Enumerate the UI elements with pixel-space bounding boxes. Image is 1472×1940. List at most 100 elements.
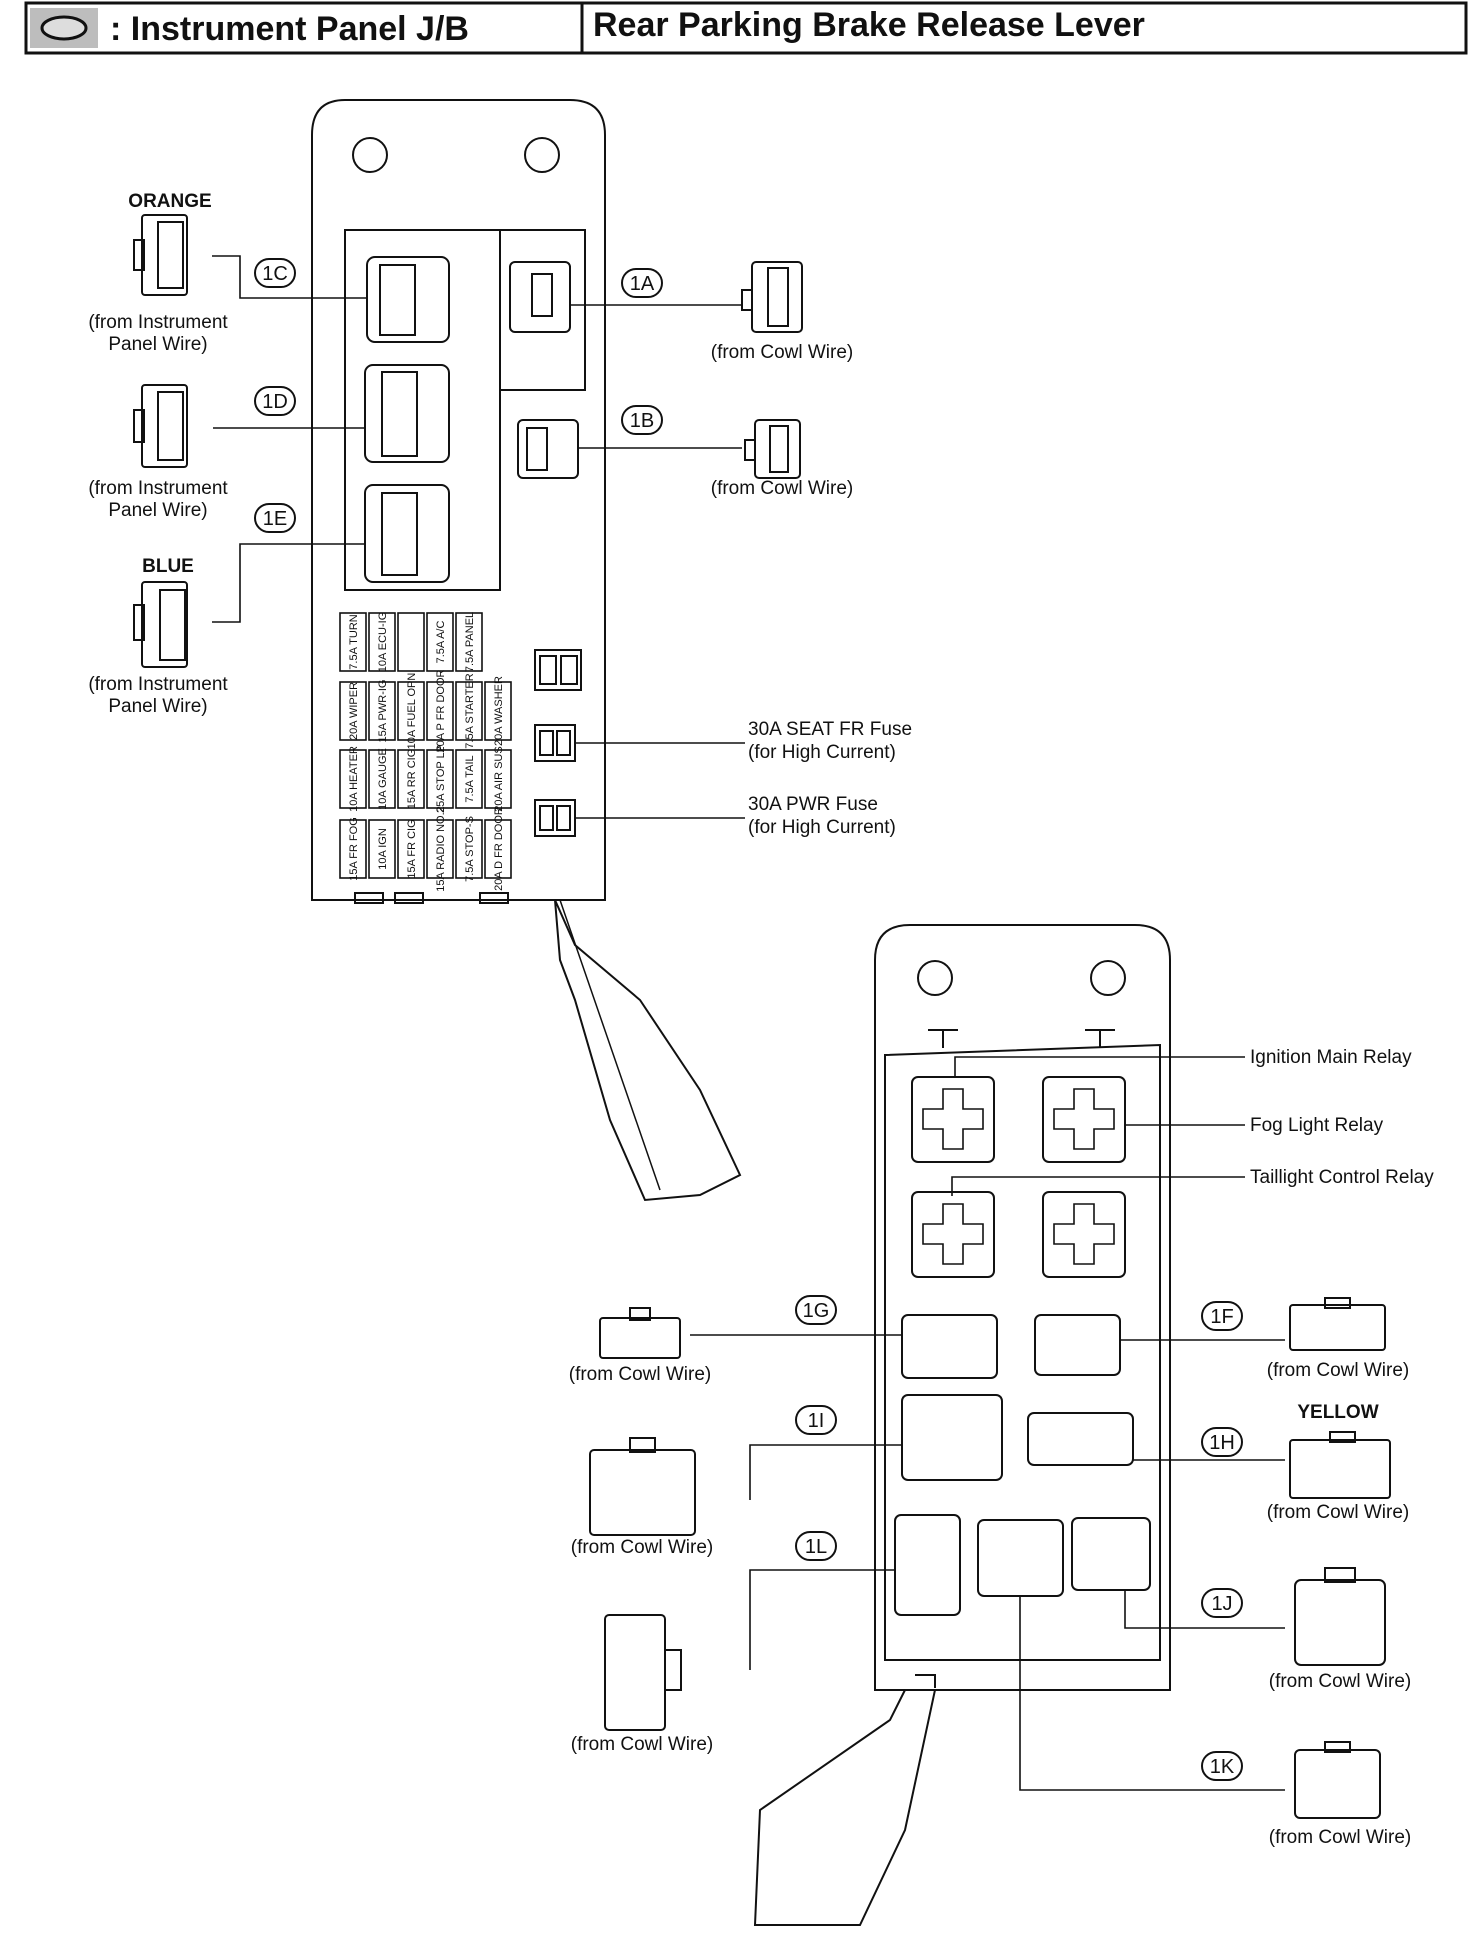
connector-1h-detail	[1289, 1431, 1391, 1499]
fuse-15a-fr-cig: 15A FR CIG	[397, 819, 425, 879]
fuse-15a-fr-fog: 15A FR FOG	[339, 817, 367, 881]
socket-1i	[901, 1394, 1003, 1481]
callout-1b: 1B	[621, 405, 663, 435]
callout-1c: 1C	[254, 258, 296, 288]
connector-1i-detail	[589, 1437, 696, 1536]
connector-1f-detail	[1289, 1297, 1386, 1351]
fuse-label: 10A ECU-IG	[377, 612, 389, 673]
fuse-label: 20A WIPER	[348, 682, 360, 740]
fuse-15a-rr-cig: 15A RR CIG	[397, 749, 425, 810]
fuse-20a-wiper: 20A WIPER	[339, 681, 367, 741]
fuse-label: 7.5A TAIL	[464, 755, 476, 802]
fuse-7-5a-stop-s: 7.5A STOP-S	[455, 816, 483, 882]
callout-label: 1C	[262, 263, 288, 285]
pwr-fuse-note: (for High Current)	[748, 817, 896, 838]
fuse-label: 25A STOP LP	[435, 745, 447, 813]
seat-fr-fuse-socket	[534, 724, 576, 762]
callout-1i: 1I	[795, 1405, 837, 1435]
fuse-label: 7.5A TURN	[348, 614, 360, 669]
connector-1j-detail	[1294, 1567, 1386, 1666]
relay-sockets	[911, 1076, 1126, 1278]
fuse-7-5a-tail: 7.5A TAIL	[455, 749, 483, 809]
fuse-label: 10A GAUGE	[377, 748, 389, 810]
fuse-10a-ecu-ig: 10A ECU-IG	[368, 612, 396, 673]
fuse-label: 10A FUEL OPN	[406, 673, 418, 750]
pwr-fuse-socket	[534, 799, 576, 837]
fuse-label: 7.5A A/C	[435, 621, 447, 664]
source-1d-line2: Panel Wire)	[108, 500, 207, 521]
lower-labels: Ignition Main Relay Fog Light Relay Tail…	[569, 1047, 1434, 1848]
source-1b: (from Cowl Wire)	[711, 478, 854, 499]
block-connector-1d	[364, 364, 450, 463]
fuse-label: 20A D FR DOOR	[493, 807, 505, 891]
socket-1h	[1027, 1412, 1134, 1466]
callout-1g: 1G	[795, 1295, 837, 1325]
block-connector-1a	[509, 261, 571, 333]
callout-label: 1F	[1210, 1306, 1233, 1328]
connector-1g-detail	[599, 1307, 681, 1359]
callout-1j: 1J	[1201, 1588, 1243, 1618]
spare-fuse-socket	[534, 649, 582, 691]
connector-1d-detail	[133, 384, 188, 468]
source-1c-line2: Panel Wire)	[108, 334, 207, 355]
callout-label: 1E	[263, 508, 287, 530]
source-1k: (from Cowl Wire)	[1269, 1827, 1412, 1848]
fog-light-relay-socket	[1042, 1076, 1126, 1163]
upper-junction-block	[311, 99, 742, 1202]
source-1e-line2: Panel Wire)	[108, 696, 207, 717]
seat-fr-fuse-label: 30A SEAT FR Fuse	[748, 719, 912, 740]
callout-1k: 1K	[1201, 1751, 1243, 1781]
lower-leader-lines	[690, 1056, 1285, 1791]
fuse-10a-heater: 10A HEATER	[339, 746, 367, 812]
fuse-15a-radio-no-2: 15A RADIO NO.2	[426, 806, 454, 892]
fuse-10a-gauge: 10A GAUGE	[368, 748, 396, 810]
connector-1a-detail	[741, 261, 803, 333]
source-1g: (from Cowl Wire)	[569, 1364, 712, 1385]
fuse-label: 15A FR CIG	[406, 819, 418, 878]
fuse-label: 7.5A PANEL	[464, 612, 476, 672]
connector-1c-detail	[133, 214, 188, 296]
spare-relay-socket	[1042, 1191, 1126, 1278]
fuse-10a-fuel-opn: 10A FUEL OPN	[397, 673, 425, 750]
connector-1b-detail	[744, 419, 801, 479]
socket-1k	[977, 1519, 1064, 1597]
fuse-label: 20A P FR DOOR	[435, 669, 447, 752]
connector-1k-detail	[1294, 1741, 1381, 1819]
fuse-label: 15A FR FOG	[348, 817, 360, 881]
color-label-yellow: YELLOW	[1297, 1402, 1378, 1423]
callout-label: 1G	[803, 1300, 830, 1322]
callout-1d: 1D	[254, 386, 296, 416]
fuse-label: 15A RADIO NO.2	[435, 806, 447, 892]
fuse-20a-air-sus: 20A AIR SUS	[484, 746, 512, 812]
ignition-main-relay-socket	[911, 1076, 995, 1163]
connector-1e-detail	[133, 581, 188, 668]
callout-1a: 1A	[621, 268, 663, 298]
callout-1f: 1F	[1201, 1301, 1243, 1331]
color-label-blue: BLUE	[142, 556, 194, 577]
connector-1l-detail	[604, 1614, 682, 1731]
fuse-10a-ign: 10A IGN	[368, 819, 396, 879]
fuse-label: 15A RR CIG	[406, 749, 418, 810]
callout-label: 1B	[630, 410, 654, 432]
upper-callouts: 1C 1D 1E 1A 1B	[254, 258, 663, 533]
color-label-orange: ORANGE	[128, 191, 211, 212]
callout-label: 1J	[1211, 1593, 1232, 1615]
fuse-7-5a-starter: 7.5A STARTER	[455, 673, 483, 749]
socket-1f	[1034, 1314, 1121, 1376]
callout-label: 1I	[808, 1410, 825, 1432]
source-1i: (from Cowl Wire)	[571, 1537, 714, 1558]
header-bar: : Instrument Panel J/B Rear Parking Brak…	[24, 1, 1468, 55]
seat-fr-fuse-note: (for High Current)	[748, 742, 896, 763]
relay-label-fog-light: Fog Light Relay	[1250, 1115, 1384, 1136]
oval-location-icon	[40, 15, 88, 41]
fuse-label: 7.5A STARTER	[464, 673, 476, 748]
callout-label: 1H	[1209, 1432, 1235, 1454]
pwr-fuse-label: 30A PWR Fuse	[748, 794, 878, 815]
source-1f: (from Cowl Wire)	[1267, 1360, 1410, 1381]
source-1a: (from Cowl Wire)	[711, 342, 854, 363]
callout-1l: 1L	[795, 1531, 837, 1561]
socket-1l	[894, 1514, 961, 1616]
socket-1j	[1071, 1517, 1151, 1591]
taillight-control-relay-socket	[911, 1191, 995, 1278]
